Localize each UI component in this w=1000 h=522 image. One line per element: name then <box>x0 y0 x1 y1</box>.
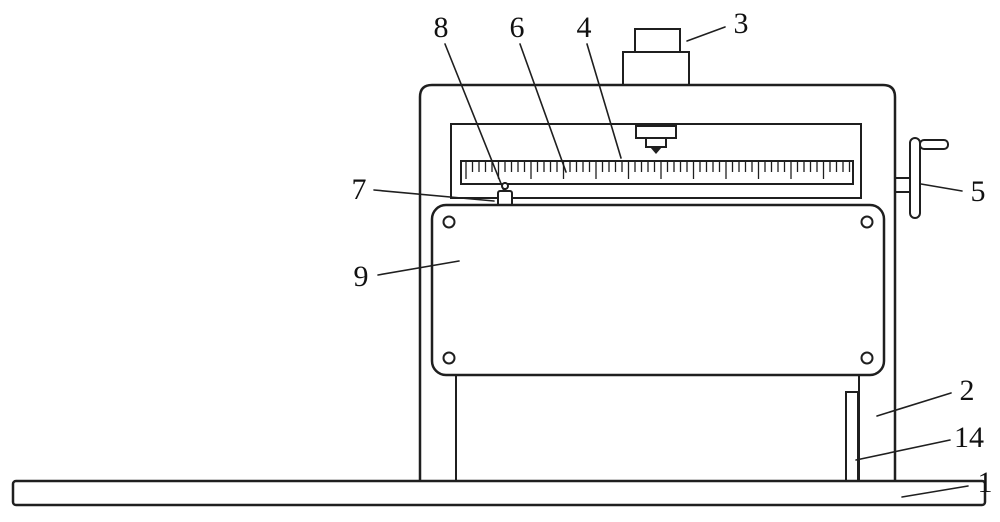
leader-lines <box>373 26 969 498</box>
top-knob <box>622 28 690 87</box>
ruler-scale <box>460 160 854 185</box>
nozzle-body <box>645 137 667 148</box>
label-8: 8 <box>434 11 449 44</box>
knob-cap <box>634 28 681 53</box>
scale-panel <box>450 123 862 199</box>
corner-screw <box>860 215 874 229</box>
corner-screw <box>442 351 456 365</box>
hand-crank <box>896 137 949 219</box>
nozzle-tip <box>650 147 662 154</box>
label-2: 2 <box>960 374 975 407</box>
knob-base <box>622 51 690 87</box>
label-1: 1 <box>978 466 993 499</box>
leader-line-2 <box>876 392 952 417</box>
leader-line-1 <box>901 485 969 498</box>
dispenser-nozzle <box>635 125 677 154</box>
label-9: 9 <box>354 260 369 293</box>
leader-line-9 <box>377 260 460 276</box>
leader-line-8 <box>444 43 505 192</box>
ruler-bar <box>460 160 854 185</box>
base-plate <box>11 479 987 507</box>
ruler-ticks <box>465 162 851 179</box>
part-labels: 8 6 4 3 7 5 9 2 14 1 <box>352 7 993 499</box>
label-4: 4 <box>577 11 592 44</box>
nozzle-bracket <box>635 125 677 139</box>
corner-screw <box>442 215 456 229</box>
leader-line-7 <box>373 189 495 202</box>
leader-line-6 <box>519 43 567 173</box>
label-5: 5 <box>971 175 986 208</box>
leader-line-3 <box>686 26 726 42</box>
guide-strip <box>845 391 859 482</box>
label-14: 14 <box>954 421 984 454</box>
front-cover-panel <box>430 203 886 377</box>
corner-screw <box>860 351 874 365</box>
leader-line-5 <box>920 183 963 192</box>
cover-plate <box>430 203 886 377</box>
leader-line-14 <box>855 439 951 461</box>
label-6: 6 <box>510 11 525 44</box>
label-7: 7 <box>352 173 367 206</box>
leader-line-4 <box>586 43 622 159</box>
crank-arm <box>909 137 921 219</box>
label-3: 3 <box>734 7 749 40</box>
crank-grip <box>919 139 949 150</box>
